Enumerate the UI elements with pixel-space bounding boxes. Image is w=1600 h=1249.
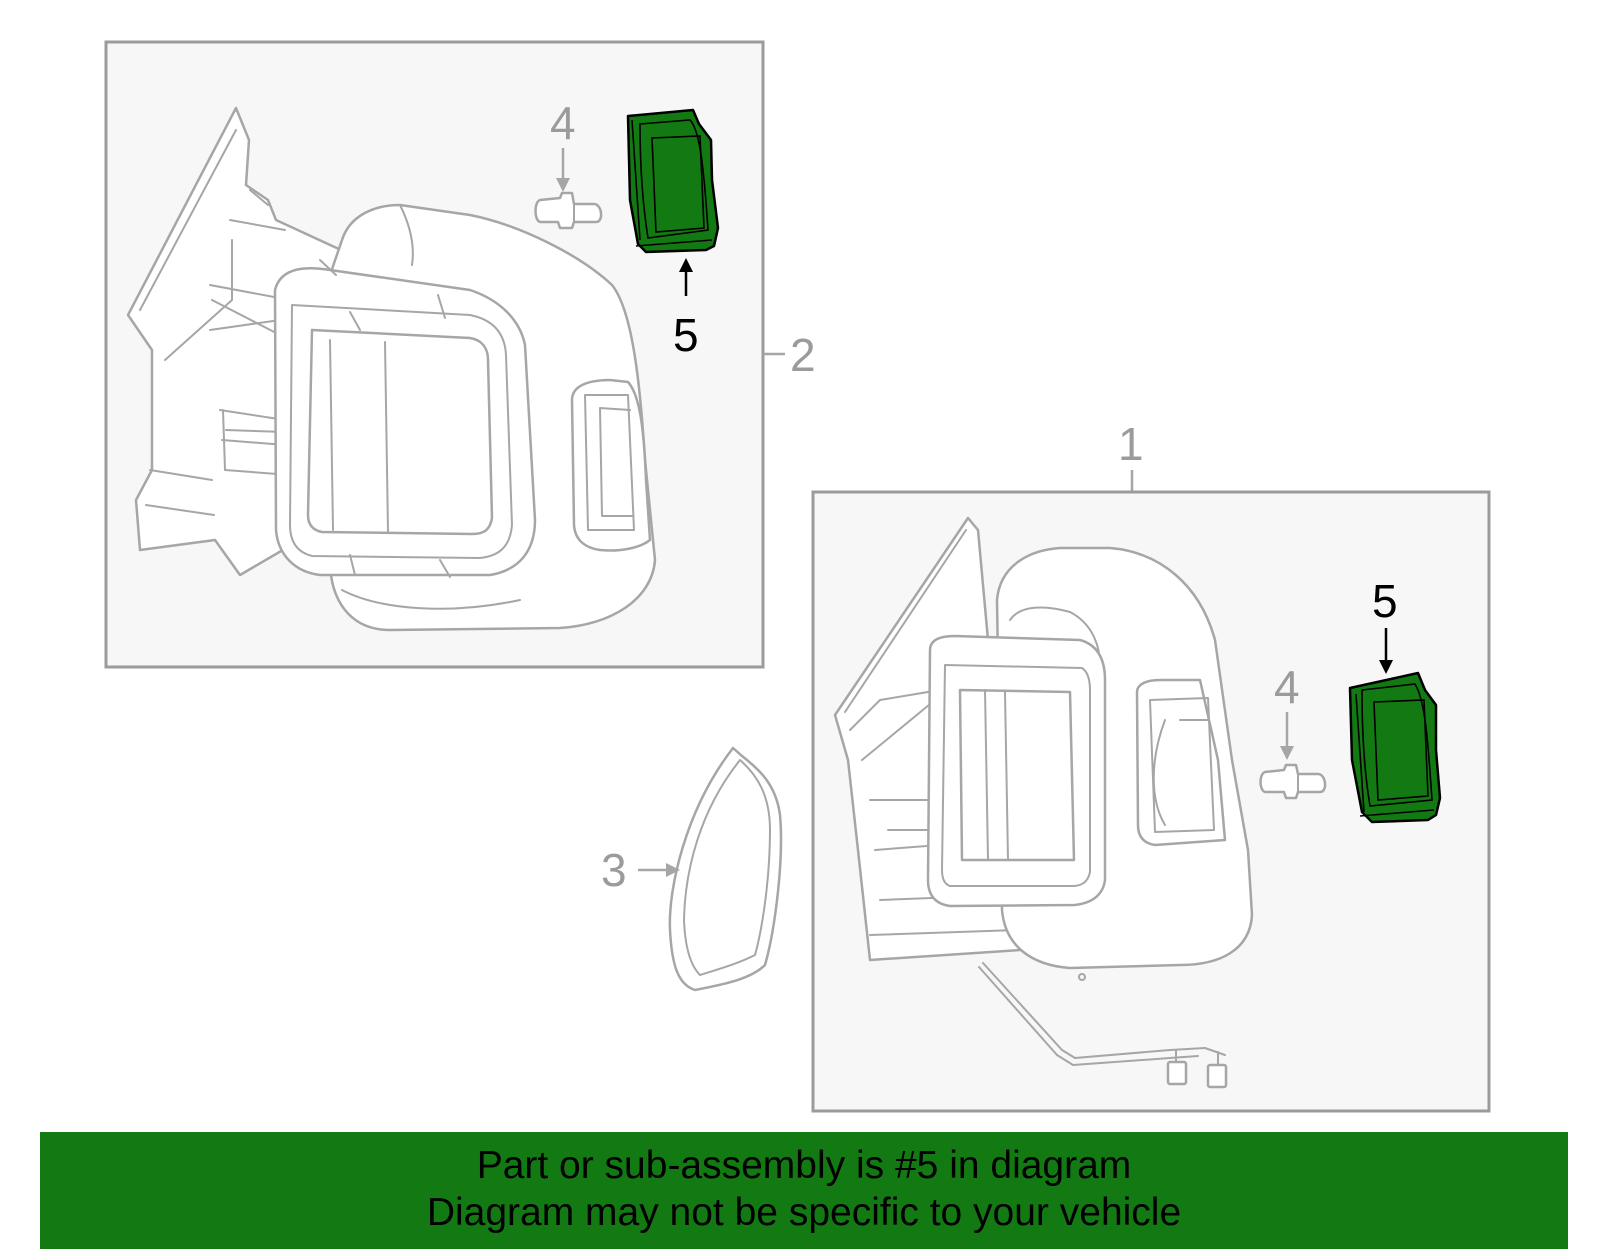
arrowhead-4-bottom: [1280, 746, 1294, 760]
callout-3: 3: [601, 844, 627, 896]
callout-2: 2: [790, 329, 816, 381]
callout-5-bottom: 5: [1372, 575, 1398, 627]
parts-diagram: 2 4 5 1: [104, 40, 1491, 1113]
turn-signal-lamp-part-5-bottom: [1348, 671, 1442, 824]
turn-signal-lamp-part-5-top: [626, 108, 720, 254]
callout-4-top: 4: [550, 97, 576, 149]
info-banner: Part or sub-assembly is #5 in diagram Di…: [40, 1132, 1568, 1249]
mirror-assembly-2-drawing: [126, 106, 657, 632]
callout-1: 1: [1118, 418, 1144, 470]
callout-4-bottom: 4: [1274, 661, 1300, 713]
arrowhead-5-top: [679, 258, 693, 272]
mirror-assembly-1-drawing: [833, 516, 1254, 1089]
arrowhead-4-top: [556, 178, 570, 192]
arrowhead-5-bottom: [1379, 660, 1393, 674]
bolt-part-4-top: [534, 191, 603, 230]
banner-line-1: Part or sub-assembly is #5 in diagram: [476, 1144, 1132, 1187]
mirror-glass-part-3: [668, 746, 783, 992]
callout-5-top: 5: [673, 309, 699, 361]
bolt-part-4-bottom: [1259, 763, 1327, 800]
arrowhead-3: [666, 863, 680, 877]
banner-line-2: Diagram may not be specific to your vehi…: [426, 1191, 1182, 1234]
